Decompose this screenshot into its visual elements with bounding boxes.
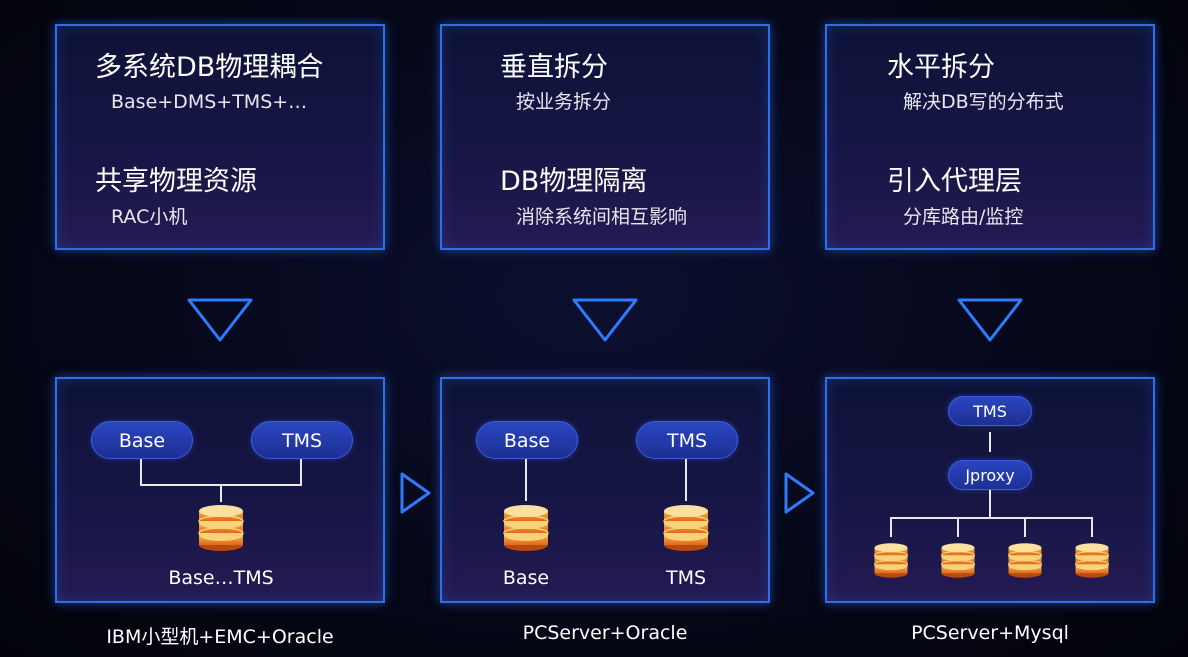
point-desc: Base+DMS+TMS+… [111,91,308,113]
database-icon [503,504,549,552]
architecture-box-2: Base TMS Base TMS [440,377,770,603]
platform-caption: IBM小型机+EMC+Oracle [106,626,334,648]
proxy-node-jproxy: Jproxy [948,460,1032,490]
point-title: DB物理隔离 [500,166,648,197]
point-desc: 消除系统间相互影响 [516,206,688,228]
database-icon [1007,542,1043,579]
connector-line [890,517,1093,519]
platform-caption: PCServer+Mysql [911,622,1069,644]
connector-line [220,484,222,502]
triangle-down-icon [957,298,1023,342]
database-icon [198,504,244,552]
database-icon [663,504,709,552]
connector-line [1091,517,1093,537]
connector-line [989,432,991,452]
point-title: 共享物理资源 [95,166,257,197]
database-icon [873,542,909,579]
point-desc: RAC小机 [111,206,188,228]
point-title: 多系统DB物理耦合 [95,52,324,83]
system-node-base: Base [476,421,578,459]
point-title: 引入代理层 [887,166,1022,197]
point-desc: 解决DB写的分布式 [903,91,1064,113]
connector-line [300,459,302,486]
triangle-down-icon [572,298,638,342]
connector-line [685,459,687,501]
architecture-box-1: Base TMS Base…TMS [55,377,385,603]
database-label: Base [502,567,550,589]
triangle-down-icon [187,298,253,342]
point-desc: 按业务拆分 [516,91,612,113]
triangle-right-icon [400,472,431,514]
concept-box-1: 多系统DB物理耦合 Base+DMS+TMS+… 共享物理资源 RAC小机 [55,24,385,250]
point-title: 垂直拆分 [500,52,608,83]
point-title: 水平拆分 [887,52,995,83]
system-node-base: Base [91,421,193,459]
concept-box-3: 水平拆分 解决DB写的分布式 引入代理层 分库路由/监控 [825,24,1155,250]
connector-line [890,517,892,537]
triangle-right-icon [784,472,815,514]
concept-box-2: 垂直拆分 按业务拆分 DB物理隔离 消除系统间相互影响 [440,24,770,250]
database-icon [940,542,976,579]
database-label: Base…TMS [168,567,274,589]
database-icon [1074,542,1110,579]
connector-line [957,517,959,537]
connector-line [1024,517,1026,537]
connector-line [140,459,142,486]
connector-line [525,459,527,501]
system-node-tms: TMS [948,396,1032,426]
architecture-box-3: TMS Jproxy [825,377,1155,603]
system-node-tms: TMS [636,421,738,459]
platform-caption: PCServer+Oracle [522,622,688,644]
point-desc: 分库路由/监控 [903,206,1024,228]
system-node-tms: TMS [251,421,353,459]
database-label: TMS [665,567,707,589]
connector-line [989,490,991,518]
